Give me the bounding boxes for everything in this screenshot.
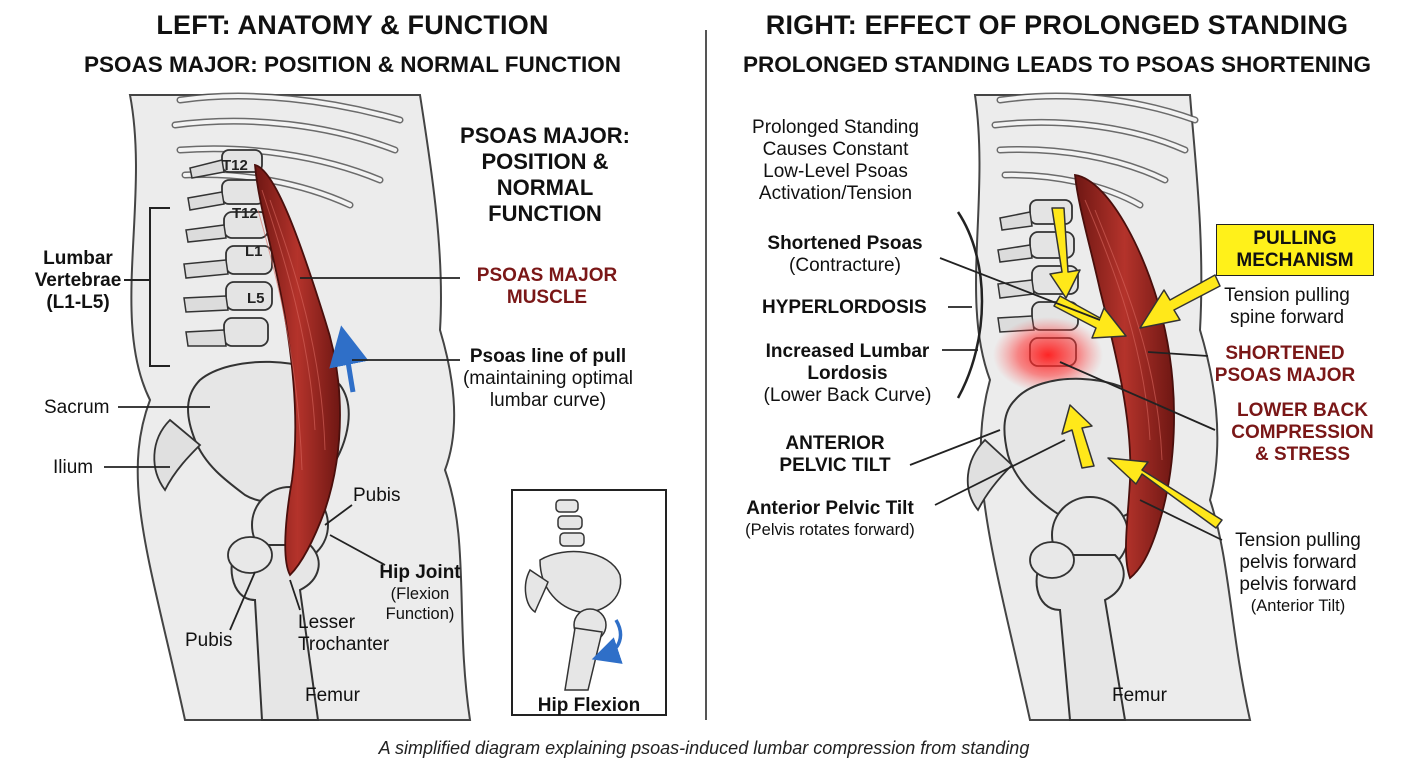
- shortened-psoas-major-label: SHORTENED PSOAS MAJOR: [1214, 343, 1356, 386]
- hip-joint-label: Hip Joint (Flexion Function): [379, 562, 461, 623]
- left-title: LEFT: ANATOMY & FUNCTION: [156, 10, 549, 40]
- vertebra-tag-t12: T12: [232, 205, 258, 222]
- right-subtitle: PROLONGED STANDING LEADS TO PSOAS SHORTE…: [743, 52, 1371, 77]
- vertebra-tag-t12-top: T12: [222, 157, 248, 174]
- prolonged-standing-intro: Prolonged Standing Causes Constant Low-L…: [752, 117, 919, 204]
- figure-caption: A simplified diagram explaining psoas-in…: [378, 738, 1030, 758]
- lesser-trochanter-label: Lesser Trochanter: [298, 612, 390, 655]
- shortened-psoas-label: Shortened Psoas (Contracture): [767, 233, 923, 276]
- hip-flexion-label: Hip Flexion: [537, 695, 641, 716]
- pulling-mechanism-box: PULLING MECHANISM: [1216, 224, 1374, 276]
- anterior-pelvic-tilt-label: Anterior Pelvic Tilt (Pelvis rotates for…: [745, 498, 915, 539]
- psoas-major-muscle-label: PSOAS MAJOR MUSCLE: [476, 265, 618, 308]
- sacrum-label: Sacrum: [44, 397, 110, 418]
- pubis-label-bottom: Pubis: [185, 630, 233, 651]
- right-title: RIGHT: EFFECT OF PROLONGED STANDING: [765, 10, 1349, 40]
- lordosis-curve: [956, 211, 984, 399]
- increased-lordosis-label: Increased Lumbar Lordosis (Lower Back Cu…: [763, 341, 932, 406]
- left-leader-lines: [104, 277, 460, 631]
- hyperlordosis-label: HYPERLORDOSIS: [762, 297, 927, 318]
- panel-divider: [705, 30, 707, 720]
- left-body-figure: [128, 92, 472, 721]
- lumbar-vertebrae-label: Lumbar Vertebrae (L1-L5): [34, 248, 122, 313]
- anterior-pelvic-tilt-caps-label: ANTERIOR PELVIC TILT: [779, 433, 891, 476]
- psoas-line-of-pull-label: Psoas line of pull (maintaining optimal …: [462, 346, 634, 411]
- psoas-box-title: PSOAS MAJOR: POSITION & NORMAL FUNCTION: [460, 123, 630, 226]
- femur-label-right: Femur: [1112, 685, 1167, 706]
- lower-back-compression-label: LOWER BACK COMPRESSION & STRESS: [1231, 400, 1374, 465]
- hip-flexion-inset: [511, 489, 667, 716]
- tension-pelvis-label: Tension pulling pelvis forward pelvis fo…: [1235, 530, 1361, 615]
- ilium-label: Ilium: [53, 457, 94, 478]
- vertebra-tag-l1: L1: [245, 243, 263, 260]
- lumbar-bracket: [149, 207, 170, 367]
- right-body-figure: [966, 92, 1252, 721]
- femur-label-left: Femur: [305, 685, 360, 706]
- pubis-label-top: Pubis: [353, 485, 401, 506]
- vertebra-tag-l5: L5: [247, 290, 265, 307]
- left-subtitle: PSOAS MAJOR: POSITION & NORMAL FUNCTION: [83, 52, 622, 77]
- right-leader-lines: [909, 257, 1223, 541]
- tension-spine-label: Tension pulling spine forward: [1224, 285, 1350, 328]
